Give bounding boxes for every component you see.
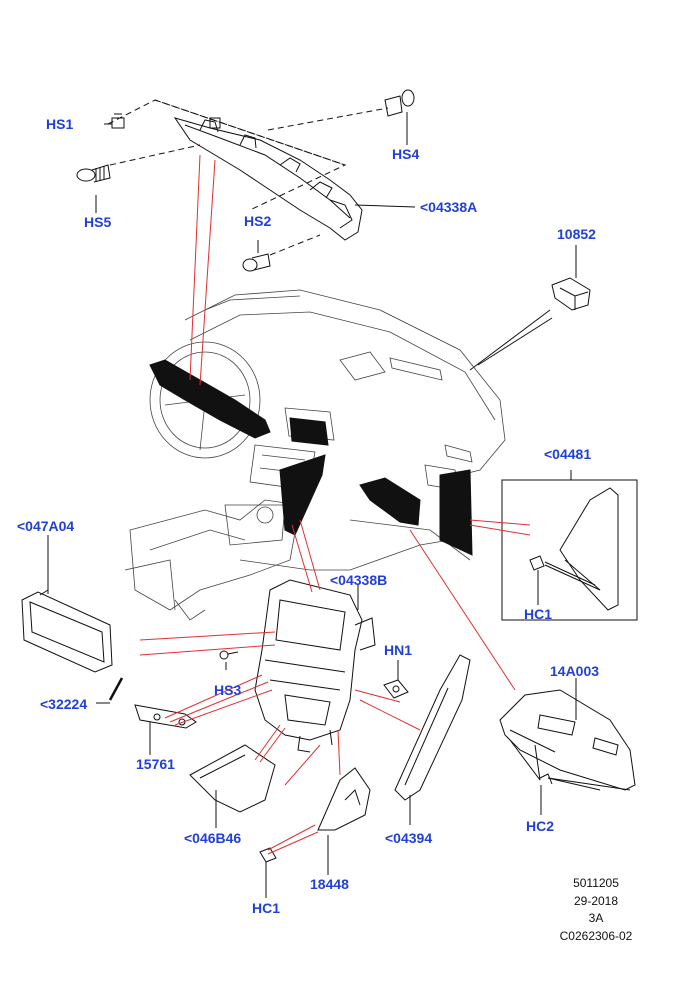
callout-hc2: HC2 — [526, 818, 555, 834]
dashboard — [124, 289, 506, 621]
footer-date: 29-2018 — [573, 894, 619, 908]
clip-hc1-box — [529, 555, 545, 571]
callout-04481: <04481 — [544, 446, 592, 462]
callout-14a003: 14A003 — [550, 663, 600, 679]
callout-046b46: <046B46 — [184, 830, 242, 846]
clip-hc1-bottom — [259, 847, 277, 863]
callout-hs3: HS3 — [214, 682, 242, 698]
strip-04394 — [394, 654, 471, 801]
panel-04481 — [559, 487, 619, 611]
callout-32224: <32224 — [40, 696, 88, 712]
panel-047a04 — [21, 589, 113, 673]
trim-18448 — [317, 767, 371, 831]
console-frame — [254, 579, 376, 753]
callout-hs5: HS5 — [84, 214, 112, 230]
footer-ref-number: 5011205 — [573, 876, 619, 890]
callout-hc1-right: HC1 — [524, 606, 553, 622]
callout-hs2: HS2 — [244, 213, 272, 229]
callout-18448: 18448 — [310, 876, 349, 892]
callout-hs4: HS4 — [392, 146, 420, 162]
nut-hn1 — [383, 679, 409, 699]
bolt-hs4 — [384, 89, 415, 117]
panel-14a003 — [499, 689, 636, 791]
callout-15761: 15761 — [136, 756, 175, 772]
detail-box-04481 — [501, 479, 638, 621]
trim-046b46 — [189, 744, 276, 813]
screw-hs3 — [219, 650, 239, 660]
callout-10852: 10852 — [557, 226, 596, 242]
dash-black-parts — [149, 359, 473, 556]
red-leader-lines — [139, 154, 531, 855]
bolt-hs5 — [76, 164, 111, 183]
callout-04338b: <04338B — [330, 572, 388, 588]
callout-hs1: HS1 — [46, 116, 74, 132]
cross-car-beam — [173, 117, 363, 241]
bracket-10852 — [551, 277, 591, 311]
callout-04394: <04394 — [385, 830, 433, 846]
callout-hc1-bottom: HC1 — [252, 900, 281, 916]
callout-04338a: <04338A — [420, 199, 478, 215]
footer-revision: 3A — [588, 911, 604, 925]
callout-047a04: <047A04 — [17, 518, 75, 534]
bolt-hs2 — [242, 253, 271, 272]
callout-hn1: HN1 — [384, 642, 413, 658]
screw-hs1 — [111, 113, 125, 129]
footer-drawing-id: C0262306-02 — [559, 929, 633, 943]
